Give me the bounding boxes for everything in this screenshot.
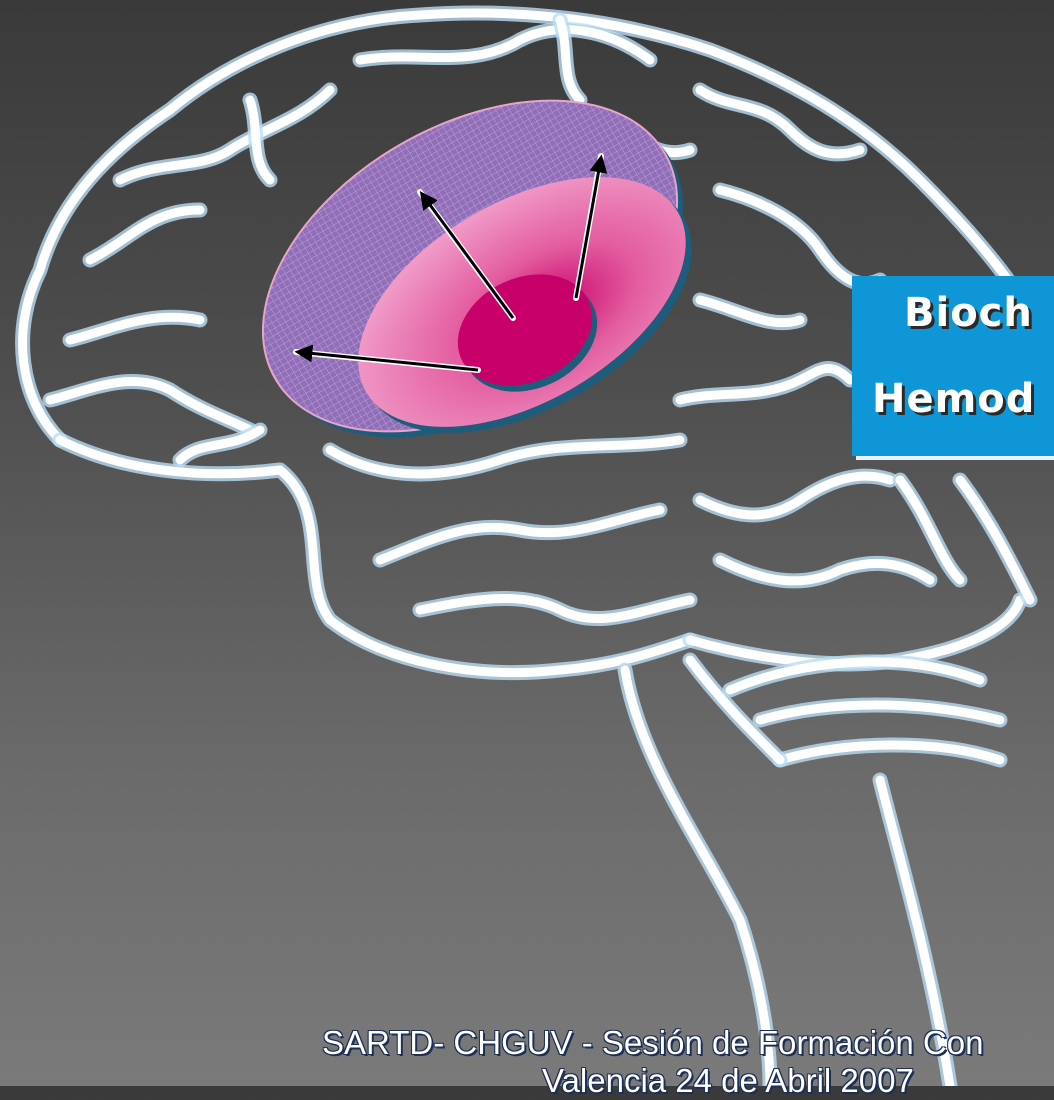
label-box: Bioch Hemod [852, 276, 1054, 456]
footer-line-2: Valencia 24 de Abril 2007 [322, 1062, 1054, 1100]
footer-line-1: SARTD- CHGUV - Sesión de Formación Con [322, 1024, 1054, 1062]
lesion-disc-icon [205, 32, 741, 505]
label-line-1: Bioch [904, 290, 1033, 336]
label-line-2: Hemod [872, 376, 1035, 422]
footer: SARTD- CHGUV - Sesión de Formación Con V… [322, 1024, 1054, 1100]
